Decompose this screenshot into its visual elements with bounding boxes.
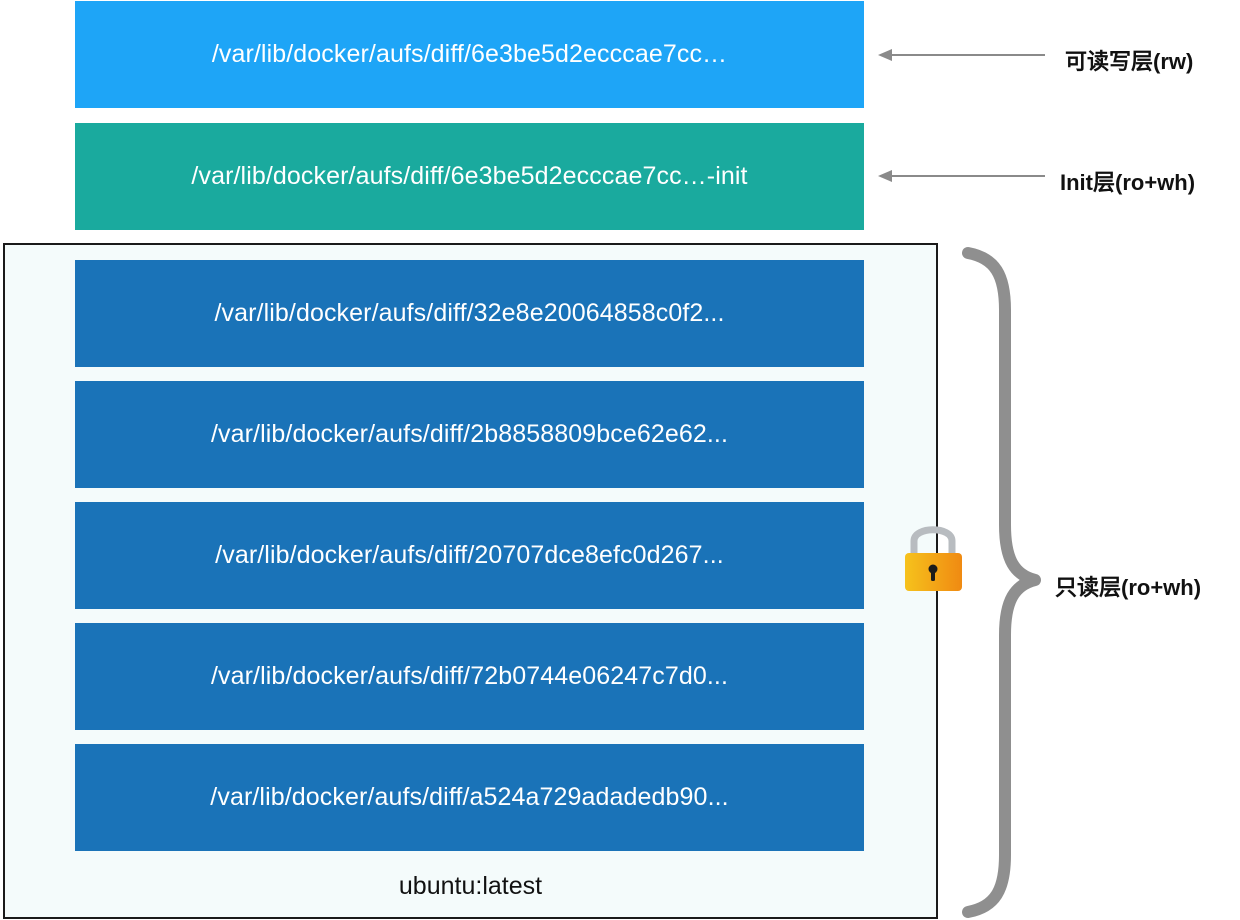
- layer-rw: /var/lib/docker/aufs/diff/6e3be5d2ecccae…: [75, 1, 864, 108]
- readonly-layer: /var/lib/docker/aufs/diff/72b0744e06247c…: [75, 623, 864, 730]
- readonly-layer-path: /var/lib/docker/aufs/diff/32e8e20064858c…: [214, 299, 725, 327]
- curly-brace-icon: [962, 247, 1041, 918]
- arrow-left-icon: [878, 49, 1045, 61]
- readonly-layer-path: /var/lib/docker/aufs/diff/a524a729adaded…: [210, 783, 729, 811]
- layer-rw-path: /var/lib/docker/aufs/diff/6e3be5d2ecccae…: [211, 40, 728, 68]
- arrow-left-icon: [878, 170, 1045, 182]
- readonly-layer-path: /var/lib/docker/aufs/diff/20707dce8efc0d…: [215, 541, 724, 569]
- image-name: ubuntu:latest: [398, 872, 543, 900]
- layer-init-path: /var/lib/docker/aufs/diff/6e3be5d2ecccae…: [191, 162, 748, 190]
- layer-rw-label: 可读写层(rw): [1065, 49, 1194, 74]
- readonly-layer: /var/lib/docker/aufs/diff/2b8858809bce62…: [75, 381, 864, 488]
- layer-init-label: Init层(ro+wh): [1060, 170, 1196, 195]
- readonly-layer: /var/lib/docker/aufs/diff/20707dce8efc0d…: [75, 502, 864, 609]
- readonly-layer: /var/lib/docker/aufs/diff/32e8e20064858c…: [75, 260, 864, 367]
- readonly-layer-path: /var/lib/docker/aufs/diff/2b8858809bce62…: [210, 420, 728, 448]
- readonly-layer: /var/lib/docker/aufs/diff/a524a729adaded…: [75, 744, 864, 851]
- lock-icon: [905, 526, 962, 591]
- layer-init: /var/lib/docker/aufs/diff/6e3be5d2ecccae…: [75, 123, 864, 230]
- readonly-layers-label: 只读层(ro+wh): [1055, 575, 1202, 600]
- readonly-layer-path: /var/lib/docker/aufs/diff/72b0744e06247c…: [210, 662, 728, 690]
